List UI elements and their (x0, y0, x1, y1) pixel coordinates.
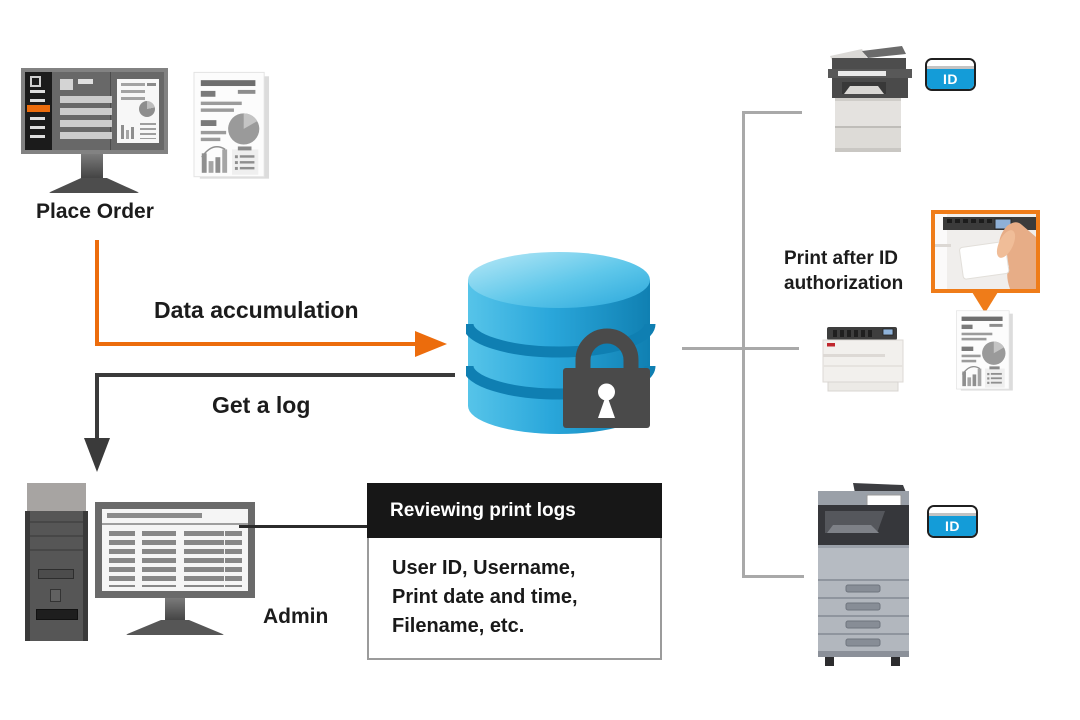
get-log-arrow-vertical (95, 373, 99, 439)
log-title-bar (107, 513, 202, 518)
sidebar-menu-bars (30, 90, 45, 142)
app-logo-icon (30, 76, 41, 87)
app-sidebar-graphic (25, 72, 52, 150)
logbox-line: Print date and time, (392, 586, 578, 608)
mfp-printer-bottom-icon (818, 483, 909, 666)
document-preview-thumbnail (117, 79, 159, 143)
id-card-label: ID (943, 71, 958, 87)
preview-pie-chart-icon (139, 101, 155, 117)
logbox-line: Filename, etc. (392, 615, 525, 637)
print-after-id-label: Print after ID authorization (784, 248, 904, 294)
logbox-line: User ID, Username, (392, 557, 576, 579)
lock-icon (563, 328, 650, 428)
sidebar-active-item (27, 105, 50, 112)
connector-admin-to-logbox (239, 525, 368, 528)
order-workstation-monitor-icon (21, 68, 168, 196)
secure-database-icon (466, 252, 656, 434)
connector-line-middle-branch (682, 347, 799, 350)
app-form-graphic (52, 72, 112, 150)
preview-text-bars (121, 83, 145, 103)
tower-detail-line (30, 535, 83, 537)
admin-label: Admin (263, 605, 329, 628)
order-document-icon (193, 70, 271, 182)
form-field-bars (60, 96, 112, 144)
logbox-body: User ID, Username, Print date and time, … (367, 538, 662, 660)
monitor-screen (25, 72, 164, 150)
logbox-title: Reviewing print logs (367, 483, 662, 538)
tower-detail-line (30, 549, 83, 551)
admin-monitor-icon (95, 502, 257, 636)
log-table-column (225, 531, 242, 587)
id-card-blue-area: ID (927, 69, 974, 89)
get-log-arrowhead-icon (84, 438, 110, 472)
tower-body (25, 511, 88, 641)
place-order-label: Place Order (36, 200, 154, 223)
data-accumulation-arrow-line (95, 342, 416, 346)
get-log-arrow-line (95, 373, 455, 377)
reviewing-print-logs-box: Reviewing print logs User ID, Username, … (367, 483, 662, 660)
tower-drive-slot (38, 569, 74, 579)
data-accumulation-arrowhead-icon (415, 331, 447, 357)
form-thumbnail (60, 79, 73, 90)
printed-document-icon (954, 310, 1016, 392)
data-accumulation-arrow-vertical (95, 240, 99, 344)
log-table-column (184, 531, 224, 587)
desktop-printer-icon (822, 327, 904, 392)
admin-monitor-stand-neck (165, 598, 185, 620)
preview-header-bar (147, 83, 156, 86)
mfp-printer-top-icon (828, 46, 912, 152)
monitor-frame (21, 68, 168, 154)
id-card-icon: ID (927, 505, 978, 538)
admin-monitor-stand-base (125, 620, 225, 635)
form-label-bar (78, 79, 93, 84)
connector-line-vertical (742, 111, 745, 578)
preview-bar-chart-icon (121, 123, 135, 139)
id-card-stripe (927, 60, 974, 69)
tower-detail-line (30, 521, 83, 523)
monitor-stand-base (48, 178, 140, 193)
log-divider-rule (102, 523, 248, 525)
log-table-column (142, 531, 176, 587)
tower-top-panel (27, 483, 86, 511)
preview-list-bars (140, 123, 156, 139)
card-authentication-photo (931, 210, 1040, 293)
get-a-log-label: Get a log (212, 392, 311, 418)
monitor-stand-neck (81, 154, 103, 180)
id-card-label: ID (945, 518, 960, 534)
tower-vent-grille (36, 609, 78, 620)
admin-log-screen (102, 509, 248, 591)
connector-line-bottom-branch (742, 575, 804, 578)
tower-power-button (50, 589, 61, 602)
connector-line-top-branch (742, 111, 802, 114)
data-accumulation-label: Data accumulation (154, 297, 359, 323)
id-card-blue-area: ID (929, 516, 976, 536)
id-card-icon: ID (925, 58, 976, 91)
admin-monitor-frame (95, 502, 255, 598)
id-card-stripe (929, 507, 976, 516)
callout-pointer-icon (972, 292, 998, 313)
tower-pc-icon (25, 483, 88, 641)
log-table-column (109, 531, 135, 587)
